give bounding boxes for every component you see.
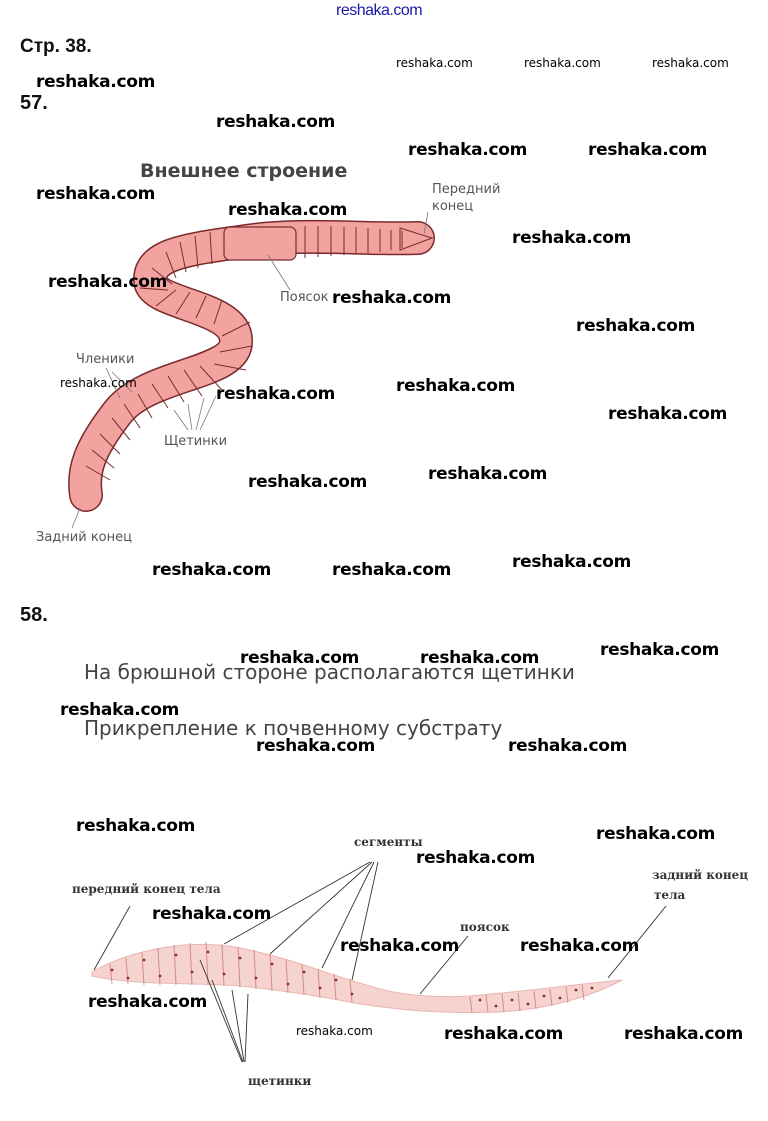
watermark: reshaka.com (600, 640, 720, 660)
label-front-end-2: передний конец тела (72, 882, 221, 896)
answer-line-2: Прикрепление к почвенному субстрату (84, 716, 503, 740)
label-front-end-line1: Передний (432, 182, 501, 197)
watermark: reshaka.com (408, 140, 528, 160)
watermark: reshaka.com (36, 72, 156, 92)
watermark: reshaka.com (36, 184, 156, 204)
label-bristles-2: щетинки (248, 1074, 312, 1088)
watermark: reshaka.com (588, 140, 708, 160)
watermark: reshaka.com (48, 272, 168, 292)
watermark: reshaka.com (396, 56, 473, 70)
site-header-link[interactable]: reshaka.com (336, 2, 423, 19)
task-57-number: 57. (20, 92, 48, 114)
watermark: reshaka.com (512, 552, 632, 572)
label-segments-2: сегменты (354, 835, 423, 849)
label-girdle: Поясок (280, 290, 329, 305)
watermark: reshaka.com (76, 816, 196, 836)
watermark: reshaka.com (152, 560, 272, 580)
label-rear-end-2-line1: задний конец (652, 868, 749, 882)
page-number: Стр. 38. (20, 36, 92, 57)
watermark: reshaka.com (60, 700, 180, 720)
watermark: reshaka.com (508, 736, 628, 756)
watermark: reshaka.com (428, 464, 548, 484)
watermark: reshaka.com (216, 384, 336, 404)
watermark: reshaka.com (60, 376, 137, 390)
watermark: reshaka.com (524, 56, 601, 70)
label-rear-end: Задний конец (36, 530, 132, 545)
watermark: reshaka.com (416, 848, 536, 868)
watermark: reshaka.com (608, 404, 728, 424)
label-rear-end-2-line2: тела (654, 888, 686, 902)
watermark: reshaka.com (624, 1024, 744, 1044)
watermark: reshaka.com (444, 1024, 564, 1044)
watermark: reshaka.com (216, 112, 336, 132)
label-front-end-line2: конец (432, 199, 474, 214)
task-58-number: 58. (20, 604, 48, 626)
answer-line-1: На брюшной стороне располагаются щетинки (84, 660, 575, 684)
watermark: reshaka.com (332, 288, 452, 308)
watermark: reshaka.com (332, 560, 452, 580)
watermark: reshaka.com (248, 472, 368, 492)
watermark: reshaka.com (420, 648, 540, 668)
watermark: reshaka.com (340, 936, 460, 956)
watermark: reshaka.com (576, 316, 696, 336)
label-bristles: Щетинки (164, 434, 228, 449)
watermark: reshaka.com (512, 228, 632, 248)
watermark: reshaka.com (596, 824, 716, 844)
watermark: reshaka.com (396, 376, 516, 396)
watermark: reshaka.com (152, 904, 272, 924)
watermark: reshaka.com (240, 648, 360, 668)
figure-title: Внешнее строение (140, 160, 348, 182)
watermark: reshaka.com (652, 56, 729, 70)
watermark: reshaka.com (88, 992, 208, 1012)
label-girdle-2: поясок (460, 920, 510, 934)
watermark: reshaka.com (256, 736, 376, 756)
watermark: reshaka.com (228, 200, 348, 220)
label-segments: Членики (76, 352, 135, 367)
watermark: reshaka.com (520, 936, 640, 956)
watermark: reshaka.com (296, 1024, 373, 1038)
